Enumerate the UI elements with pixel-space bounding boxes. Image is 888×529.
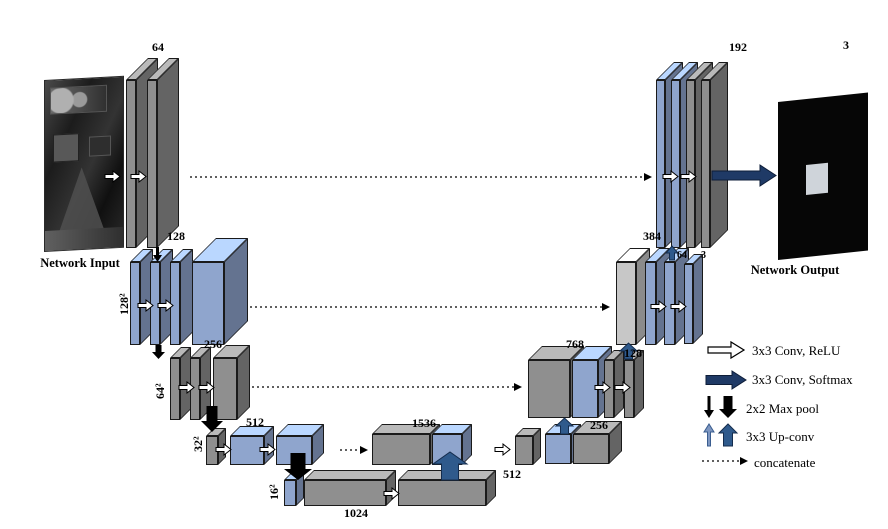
up-conv-icon <box>717 423 739 447</box>
legend-label-up-conv: 3x3 Up-conv <box>746 429 815 444</box>
channel-label-enc3: 256 <box>204 337 222 351</box>
feature-map-block <box>573 434 609 464</box>
feature-map-block <box>230 436 264 465</box>
feature-map-block <box>684 264 693 344</box>
pcb-chip <box>88 135 111 157</box>
skip-connection-arrow <box>340 446 368 454</box>
feature-map-block <box>686 80 695 248</box>
channel-label-dec2_out: 3 <box>701 250 706 261</box>
up-conv-arrow-icon <box>554 417 575 435</box>
feature-map-block <box>304 480 386 506</box>
conv-relu-arrow-icon <box>383 486 400 501</box>
feature-map-block-side <box>533 428 541 465</box>
feature-map-block-top <box>304 470 396 480</box>
feature-map-block <box>656 80 665 248</box>
feature-map-block <box>372 434 430 465</box>
conv-softmax-icon <box>705 370 747 390</box>
channel-label-enc1: 64 <box>152 40 164 54</box>
conv-relu-arrow-icon <box>594 380 611 395</box>
channel-label-enc4: 512 <box>246 415 264 429</box>
skip-connection-arrow <box>252 383 522 391</box>
max-pool-icon <box>704 396 714 418</box>
channel-label-dec2_in: 384 <box>643 229 661 243</box>
max-pool-arrow-icon <box>153 247 162 262</box>
pcb-connectors <box>49 84 108 115</box>
feature-map-block <box>701 80 710 248</box>
max-pool-icon <box>719 396 737 418</box>
conv-relu-arrow-icon <box>650 299 667 314</box>
conv-relu-arrow-icon <box>157 298 174 313</box>
pcb-component <box>52 133 80 163</box>
pcb-edge <box>45 226 123 251</box>
up-conv-arrow-icon <box>618 342 639 360</box>
feature-map-block <box>147 80 157 248</box>
up-conv-arrow-icon <box>431 451 469 481</box>
conv-relu-arrow-icon <box>670 299 687 314</box>
spatial-size-label-side1: 128² <box>117 293 131 315</box>
legend-label-concatenate: concatenate <box>754 455 816 470</box>
conv-relu-arrow-icon <box>614 380 631 395</box>
feature-map-block <box>572 360 598 418</box>
channel-label-enc2: 128 <box>167 229 185 243</box>
conv-relu-arrow-icon <box>662 169 679 184</box>
conv-relu-arrow-icon <box>215 442 232 457</box>
network-input-image <box>44 75 124 253</box>
feature-map-block <box>398 480 486 506</box>
feature-map-block <box>284 480 296 506</box>
conv-softmax-arrow-icon <box>711 164 777 187</box>
conv-relu-arrow-icon <box>104 169 121 184</box>
channel-label-dec1: 192 <box>729 40 747 54</box>
feature-map-block-side <box>237 345 250 420</box>
legend-label-max-pool: 2x2 Max pool <box>746 401 819 416</box>
conv-relu-arrow-icon <box>137 298 154 313</box>
legend-label-conv-softmax: 3x3 Conv, Softmax <box>752 372 853 387</box>
channel-label-dec4_in: 1536 <box>412 416 436 430</box>
network-output-caption: Network Output <box>750 263 840 277</box>
conv-relu-arrow-icon <box>259 442 276 457</box>
max-pool-arrow-icon <box>201 406 223 432</box>
feature-map-block <box>671 80 680 248</box>
segmented-region <box>806 162 828 196</box>
channel-label-bottleneck: 1024 <box>344 506 368 520</box>
spatial-size-label-side4: 16² <box>267 484 281 500</box>
concatenate-icon <box>702 457 748 465</box>
skip-connection-arrow <box>190 173 652 181</box>
max-pool-arrow-icon <box>152 345 165 359</box>
skip-connection-arrow <box>250 303 610 311</box>
feature-map-block <box>192 262 224 345</box>
feature-map-block-side <box>693 254 703 344</box>
feature-map-block <box>515 436 533 465</box>
channel-label-dec3_out: 128 <box>624 346 642 360</box>
channel-label-dec2_mid: 64 <box>677 250 687 261</box>
channel-label-dec4_out: 512 <box>503 467 521 481</box>
legend-label-conv-relu: 3x3 Conv, ReLU <box>752 343 841 358</box>
spatial-size-label-side3: 32² <box>191 436 205 452</box>
feature-map-block <box>126 80 136 248</box>
feature-map-block <box>645 262 656 345</box>
network-input-caption: Network Input <box>40 256 120 270</box>
up-conv-icon <box>703 423 715 447</box>
network-output-image <box>778 92 868 260</box>
feature-map-block-side <box>710 62 728 248</box>
conv-relu-arrow-icon <box>680 169 697 184</box>
channel-label-dec3_in: 768 <box>566 337 584 351</box>
conv-relu-icon <box>707 340 746 360</box>
max-pool-arrow-icon <box>284 453 312 480</box>
conv-relu-arrow-icon <box>178 380 195 395</box>
conv-relu-arrow-icon <box>130 169 147 184</box>
conv-relu-arrow-icon <box>198 380 215 395</box>
up-conv-arrow-icon <box>664 245 680 261</box>
channel-label-dec4_next: 256 <box>590 418 608 432</box>
spatial-size-label-side2: 64² <box>153 383 167 399</box>
feature-map-block-side <box>157 58 179 248</box>
feature-map-block <box>664 262 675 345</box>
channel-label-output_channels: 3 <box>843 38 849 52</box>
feature-map-block <box>528 360 570 418</box>
pcb-shadow <box>57 166 105 237</box>
feature-map-block <box>545 434 571 464</box>
feature-map-block <box>616 262 636 345</box>
conv-relu-arrow-icon <box>494 442 511 457</box>
